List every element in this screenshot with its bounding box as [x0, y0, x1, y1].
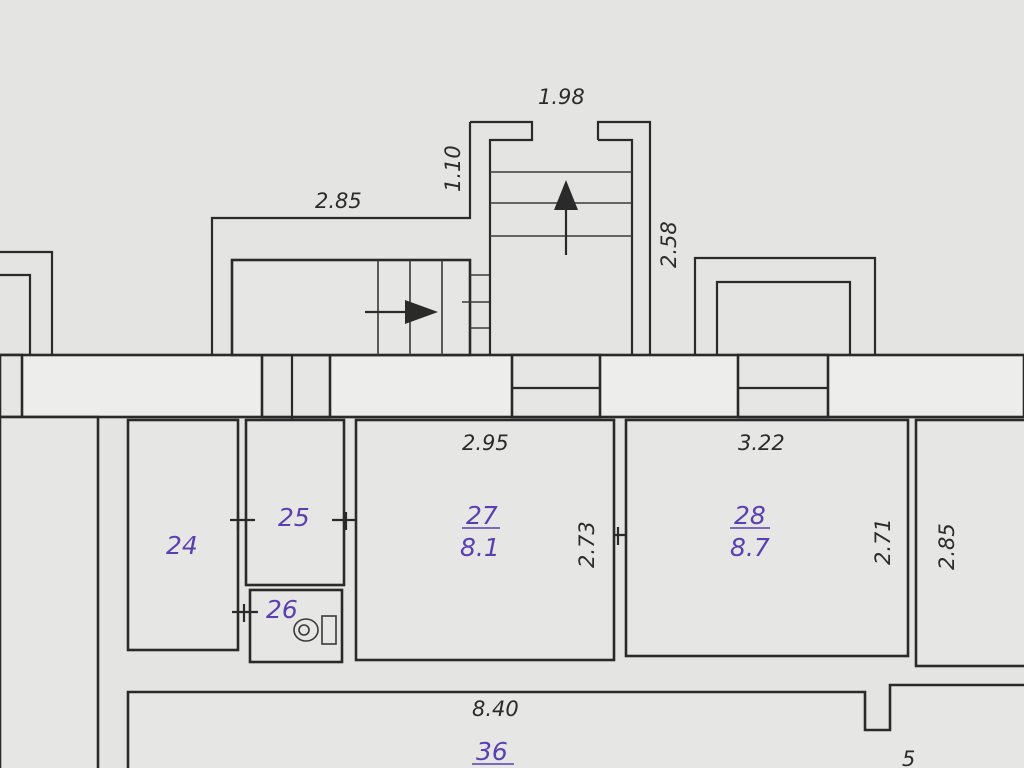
stair [470, 120, 652, 355]
edge-fragment: 5 [902, 747, 915, 768]
dim-room28-height: 2.71 [871, 518, 895, 565]
toilet-icon [293, 615, 337, 645]
dim-stair-height: 2.58 [657, 221, 681, 268]
dim-corridor-width: 8.40 [472, 697, 519, 721]
dim-room27-width: 2.95 [462, 431, 509, 455]
wall-openings [0, 345, 830, 425]
dim-room28-width: 3.22 [738, 431, 785, 455]
room-36-number: 36 [476, 737, 508, 766]
dim-stair-left: 1.10 [441, 145, 465, 192]
room-left-edge [0, 415, 100, 768]
arrow-up-icon [554, 180, 578, 210]
dim-room27-height: 2.73 [575, 521, 599, 568]
dim-landing-width: 2.85 [315, 189, 362, 213]
room-28-area: 8.7 [730, 533, 770, 562]
room-28-number: 28 [734, 501, 766, 530]
room-36 [126, 683, 1024, 768]
room-27-number: 27 [466, 501, 498, 530]
vent-block [693, 256, 877, 355]
dim-right-room-height: 2.85 [935, 523, 959, 570]
room-right [914, 418, 1024, 668]
arrow-right-icon [405, 300, 438, 324]
room-27 [354, 418, 616, 662]
room-27-area: 8.1 [460, 533, 500, 562]
room-28 [624, 418, 910, 658]
landing-railing [462, 274, 490, 329]
room-25-number: 25 [278, 503, 310, 532]
landing [210, 122, 490, 357]
left-partial-room [0, 250, 54, 355]
room-26-number: 26 [266, 595, 298, 624]
room-26 [248, 588, 344, 664]
room-25 [244, 418, 346, 587]
dim-stair-top: 1.98 [538, 85, 585, 109]
room-24-number: 24 [166, 531, 198, 560]
room-24 [126, 418, 240, 652]
